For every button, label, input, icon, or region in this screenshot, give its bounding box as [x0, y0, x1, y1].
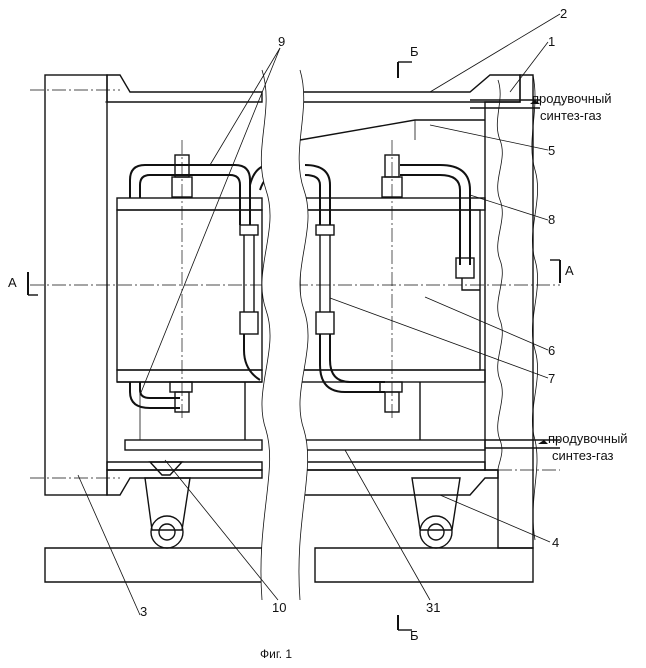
pipe-vertical-right: [316, 225, 385, 392]
pipe-top-left: [130, 155, 250, 225]
gas-outlet-top: [470, 100, 540, 108]
svg-text:А: А: [565, 263, 574, 278]
wheel-left: [145, 462, 190, 548]
section-mark-b-bottom: Б: [398, 615, 419, 643]
callout-9: 9: [278, 34, 285, 49]
svg-text:Б: Б: [410, 628, 419, 643]
break-gap: [261, 70, 308, 600]
leader-lines: [78, 14, 560, 615]
callout-8: 8: [548, 212, 555, 227]
svg-text:А: А: [8, 275, 17, 290]
callout-1: 1: [548, 34, 555, 49]
callout-6: 6: [548, 343, 555, 358]
callout-2: 2: [560, 6, 567, 21]
wheel-right: [412, 478, 460, 548]
callout-3: 3: [140, 604, 147, 619]
callout-4: 4: [552, 535, 559, 550]
section-mark-b-top: Б: [398, 44, 419, 78]
gas-top-line2: синтез-газ: [540, 108, 602, 123]
pipe-bottom-left: [130, 382, 192, 412]
callout-10: 10: [272, 600, 286, 615]
pipe-vertical-left: [240, 225, 260, 380]
section-mark-a-right: А: [550, 260, 574, 283]
top-flange-right: [300, 75, 520, 102]
top-flange-left: [107, 75, 262, 102]
svg-text:Б: Б: [410, 44, 419, 59]
gas-bottom-line1: продувочный: [548, 431, 628, 446]
pipe-bottom-right: [380, 382, 402, 412]
figure-caption: Фиг. 1: [260, 647, 292, 661]
gas-bottom-line2: синтез-газ: [552, 448, 614, 463]
pipe-top-right: [305, 155, 480, 290]
callout-5: 5: [548, 143, 555, 158]
inner-shield-5: [300, 120, 485, 140]
callout-31: 31: [426, 600, 440, 615]
callout-7: 7: [548, 371, 555, 386]
section-mark-a-left: А: [8, 272, 38, 295]
gas-top-line1: продувочный: [532, 91, 612, 106]
